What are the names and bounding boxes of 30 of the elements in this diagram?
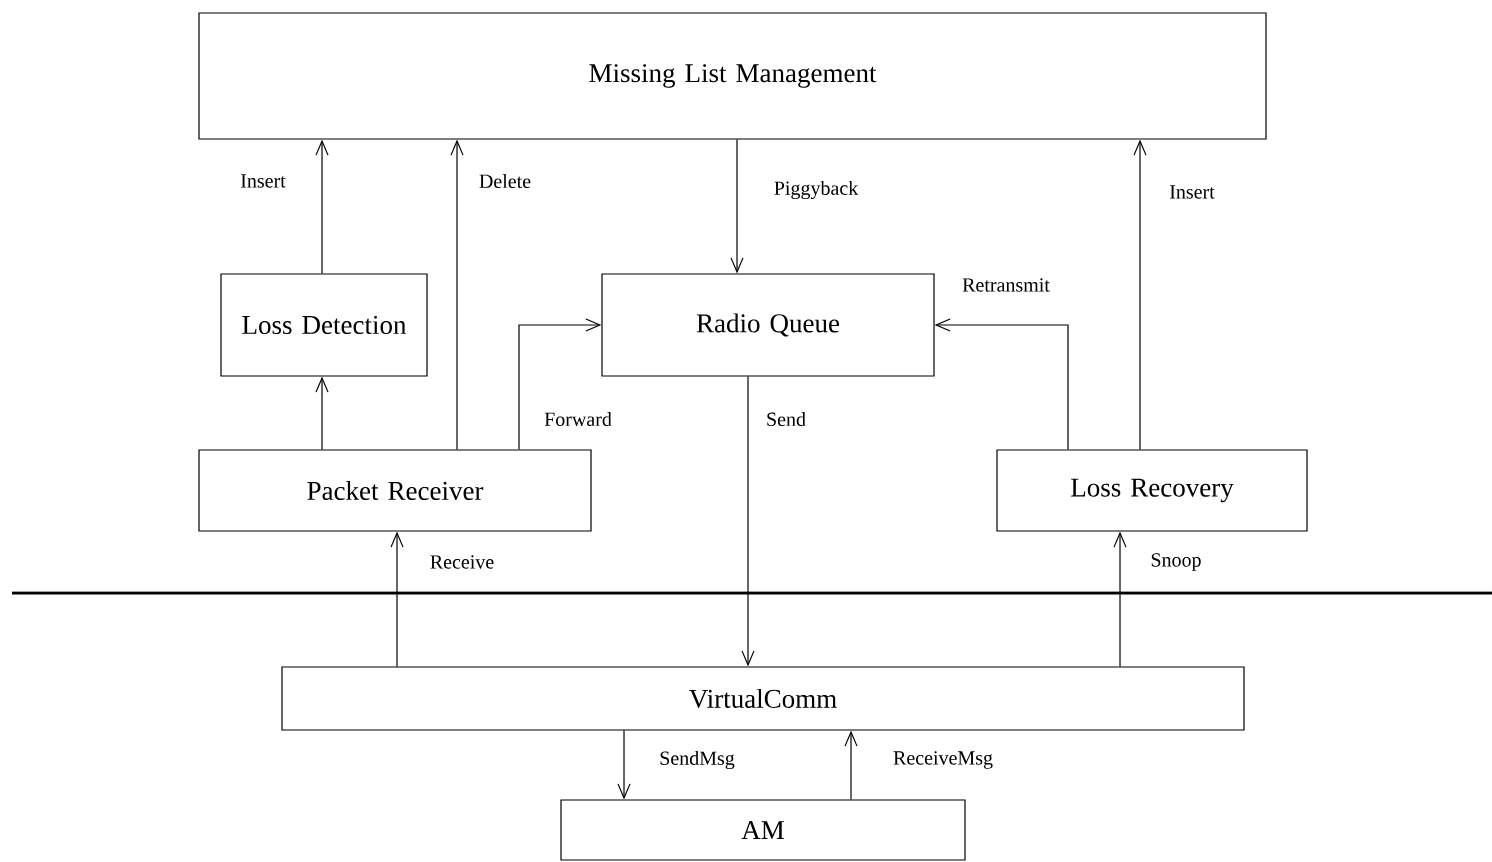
edge-label: Snoop — [1149, 552, 1203, 572]
edge-label: Insert — [1168, 184, 1216, 200]
component-box: VirtualComm — [281, 666, 1245, 731]
arrow — [934, 318, 1069, 450]
arrow — [315, 139, 329, 274]
component-box: AM — [560, 799, 966, 861]
component-box: Radio Queue — [601, 273, 935, 377]
edge-label: Send — [765, 410, 807, 428]
edge-label: Retransmit — [961, 277, 1051, 293]
edge-label: ReceiveMsg — [892, 750, 994, 770]
arrow — [1113, 531, 1127, 667]
component-box: Loss Recovery — [996, 449, 1308, 532]
arrow — [450, 139, 464, 450]
edge-label: Insert — [239, 173, 287, 189]
arrow — [390, 531, 404, 667]
arrow — [730, 139, 744, 274]
arrow — [315, 376, 329, 450]
component-box: Loss Detection — [220, 273, 428, 377]
component-box: Packet Receiver — [198, 449, 592, 532]
edge-label: Receive — [428, 554, 496, 570]
edge-label: Delete — [477, 172, 533, 190]
arrow — [617, 730, 631, 800]
edge-label: Forward — [543, 410, 613, 428]
arrow — [844, 730, 858, 800]
arrow — [1133, 139, 1147, 450]
edge-label: Piggyback — [772, 179, 860, 201]
component-box: Missing List Management — [198, 12, 1267, 140]
edge-label: SendMsg — [658, 749, 736, 771]
arrow — [518, 318, 602, 450]
arrow — [741, 376, 755, 667]
